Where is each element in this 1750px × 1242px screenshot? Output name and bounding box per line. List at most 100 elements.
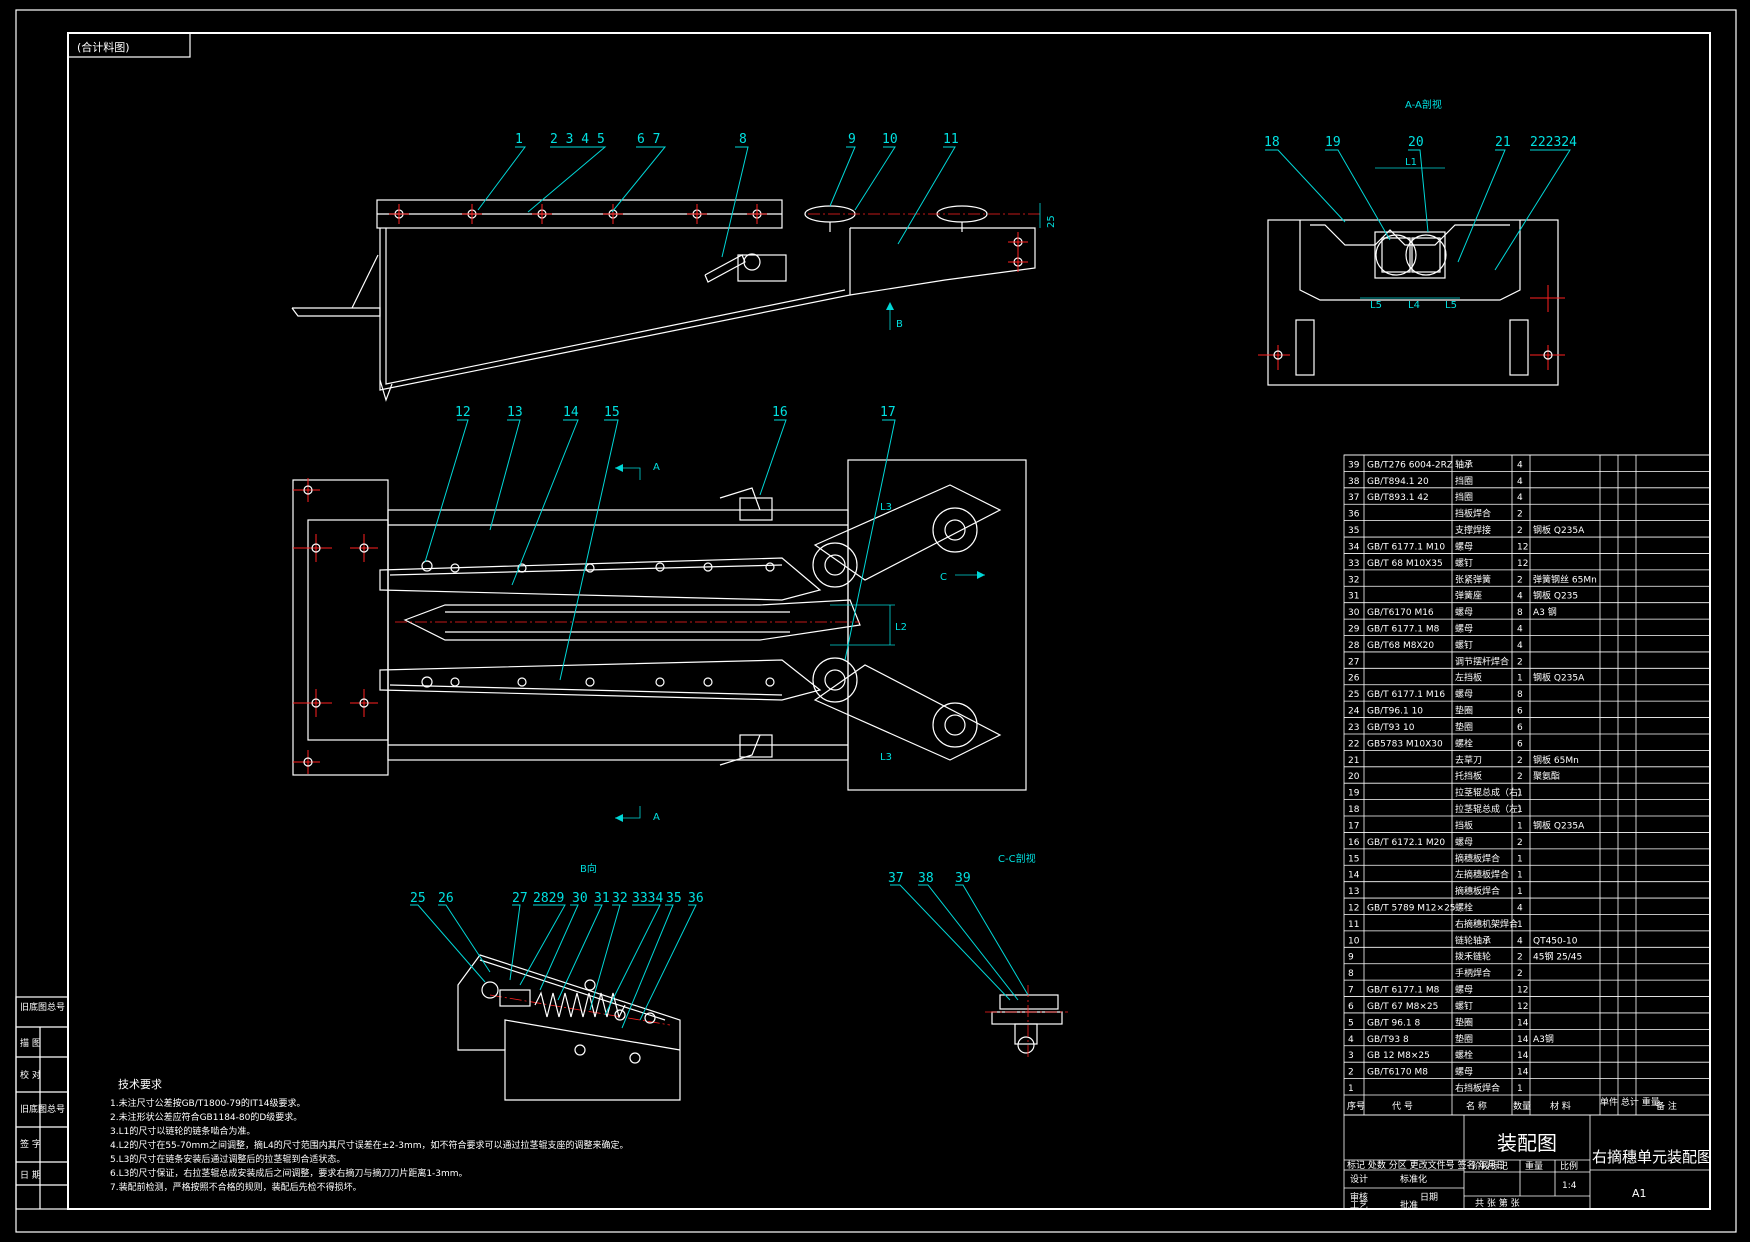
- plan-bolts: [293, 478, 775, 774]
- spring-view: B向 25 26 27 2829 30 31 32 3334 35 36: [410, 862, 704, 1101]
- side-label-0: 旧底图总号: [20, 1001, 65, 1013]
- bom-cell-name: 托挡板: [1455, 770, 1482, 782]
- bom-cell-code: GB/T894.1 20: [1367, 477, 1429, 487]
- bom-cell-qty: 8: [1517, 690, 1523, 700]
- label-part-8: 8: [739, 132, 747, 147]
- bom-cell-name: 挡板: [1455, 819, 1473, 831]
- bom-cell-name: 螺钉: [1455, 558, 1473, 569]
- outer-border: [15, 9, 1737, 1233]
- bom-cell-no: 4: [1348, 1035, 1354, 1045]
- tech-note-1: 1.未注尺寸公差按GB/T1800-79的IT14级要求。: [110, 1097, 305, 1109]
- bom-cell-name: 左挡板: [1455, 672, 1482, 684]
- bom-cell-no: 23: [1348, 723, 1359, 733]
- label-part-11: 11: [943, 132, 959, 147]
- bom-cell-name: 摘穗板焊合: [1455, 885, 1500, 897]
- bom-cell-no: 33: [1348, 559, 1359, 569]
- bom-cell-name: 螺栓: [1455, 737, 1473, 749]
- bom-cell-qty: 4: [1517, 460, 1523, 470]
- bom-cell-name: 螺母: [1455, 541, 1473, 552]
- bom-cell-code: GB/T 5789 M12×25: [1367, 903, 1456, 913]
- designer-label: 设计: [1350, 1173, 1368, 1185]
- bom-cell-mat: 钢板 Q235: [1533, 590, 1578, 602]
- bom-cell-name: 螺母: [1455, 985, 1473, 996]
- tech-note-6: 6.L3的尺寸保证，右拉茎辊总成安装成后之间调整，要求右摘刀与摘刀刀片距离1-3…: [110, 1167, 468, 1179]
- bom-cell-qty: 4: [1517, 592, 1523, 602]
- bom-cell-qty: 14: [1517, 1051, 1529, 1061]
- bom-head-qty: 数量: [1513, 1100, 1531, 1112]
- bom-cell-no: 24: [1348, 707, 1360, 717]
- bom-cell-name: 挡板焊合: [1455, 508, 1491, 520]
- bom-cell-no: 36: [1348, 510, 1360, 520]
- bom-cell-no: 15: [1348, 854, 1359, 864]
- corner-label: (合计料图): [77, 40, 130, 54]
- bom-head-no: 序号: [1347, 1100, 1365, 1112]
- bom-cell-name: 拉茎辊总成（左）: [1455, 803, 1527, 815]
- bom-cell-no: 25: [1348, 690, 1359, 700]
- section-c-c: C-C剖视 37 38 39: [888, 852, 1068, 1060]
- tech-note-4: 4.L2的尺寸在55-70mm之间调整，摘L4的尺寸范围内其尺寸误差在±2-3m…: [110, 1139, 629, 1151]
- bom-cell-no: 9: [1348, 953, 1354, 963]
- dim-l4: L4: [1408, 300, 1420, 311]
- label-part-26: 26: [438, 891, 454, 906]
- bom-cell-qty: 8: [1517, 608, 1523, 618]
- bom-cell-qty: 6: [1517, 707, 1523, 717]
- bom-cell-qty: 2: [1517, 510, 1523, 520]
- bom-cell-no: 38: [1348, 477, 1360, 487]
- bom-cell-no: 31: [1348, 592, 1359, 602]
- label-part-19: 19: [1325, 135, 1341, 150]
- bom-cell-name: 垫圈: [1455, 705, 1473, 717]
- bom-cell-no: 19: [1348, 789, 1360, 799]
- bom-cell-name: 螺栓: [1455, 1049, 1473, 1061]
- dim-l5-right: L5: [1445, 300, 1457, 311]
- bom-cell-no: 18: [1348, 805, 1360, 815]
- bom-cell-qty: 12: [1517, 542, 1528, 552]
- bom-cell-name: 垫圈: [1455, 721, 1473, 733]
- bom-cell-code: GB/T 6172.1 M20: [1367, 838, 1445, 848]
- inner-border: [67, 32, 1711, 1210]
- side-label-4: 签 字: [20, 1138, 41, 1150]
- bom-cell-qty: 1: [1517, 1084, 1523, 1094]
- bom-cell-code: GB/T 68 M10X35: [1367, 559, 1443, 569]
- tech-note-7: 7.装配前检测，严格按照不合格的规则，装配后先检不得损坏。: [110, 1181, 362, 1193]
- spring-coils: [534, 991, 626, 1019]
- side-signature-block: 旧底图总号 描 图 校 对 旧底图总号 签 字 日 期: [15, 996, 69, 1210]
- bom-cell-qty: 14: [1517, 1035, 1529, 1045]
- drawing-type: 装配图: [1497, 1131, 1557, 1155]
- std-label: 标准化: [1400, 1173, 1427, 1185]
- bom-cell-no: 14: [1348, 871, 1360, 881]
- label-part-17: 17: [880, 405, 896, 420]
- bom-cell-no: 37: [1348, 493, 1359, 503]
- label-part-2-5: 2 3 4 5: [550, 132, 605, 147]
- bom-head-note: 备 注: [1656, 1100, 1677, 1112]
- label-part-18: 18: [1264, 135, 1280, 150]
- bom-cell-qty: 4: [1517, 493, 1523, 503]
- bom-cell-no: 35: [1348, 526, 1359, 536]
- label-part-38: 38: [918, 871, 934, 886]
- bom-cell-no: 2: [1348, 1068, 1354, 1078]
- bom-cell-mat: QT450-10: [1533, 936, 1578, 946]
- bom-cell-code: GB 12 M8×25: [1367, 1051, 1430, 1061]
- bom-cell-qty: 12: [1517, 559, 1528, 569]
- bom-cell-name: 弹簧座: [1455, 590, 1482, 602]
- bom-cell-name: 垫圈: [1455, 1016, 1473, 1028]
- bom-cell-no: 11: [1348, 920, 1359, 930]
- bom-cell-mat: 聚氨酯: [1533, 770, 1560, 782]
- label-part-27: 27: [512, 891, 528, 906]
- bom-cell-code: GB/T 96.1 8: [1367, 1018, 1420, 1028]
- side-label-5: 日 期: [20, 1170, 41, 1181]
- bom-cell-qty: 12: [1517, 986, 1528, 996]
- bom-cell-name: 调节摆杆焊合: [1455, 655, 1509, 667]
- bom-cell-no: 17: [1348, 821, 1359, 831]
- bom-cell-qty: 2: [1517, 526, 1523, 536]
- bom-cell-no: 26: [1348, 674, 1360, 684]
- label-part-16: 16: [772, 405, 788, 420]
- label-part-33-34: 3334: [632, 891, 663, 906]
- plan-view: L2 L3 L3 A A C 12 13 14 15 16 17: [292, 405, 1027, 823]
- bom-cell-qty: 1: [1517, 674, 1523, 684]
- bom-cell-no: 21: [1348, 756, 1359, 766]
- bom-cell-qty: 6: [1517, 739, 1523, 749]
- view-b-label: B向: [580, 862, 597, 875]
- scale-label: 比例: [1560, 1160, 1578, 1172]
- bom-cell-mat: A3钢: [1533, 1033, 1554, 1045]
